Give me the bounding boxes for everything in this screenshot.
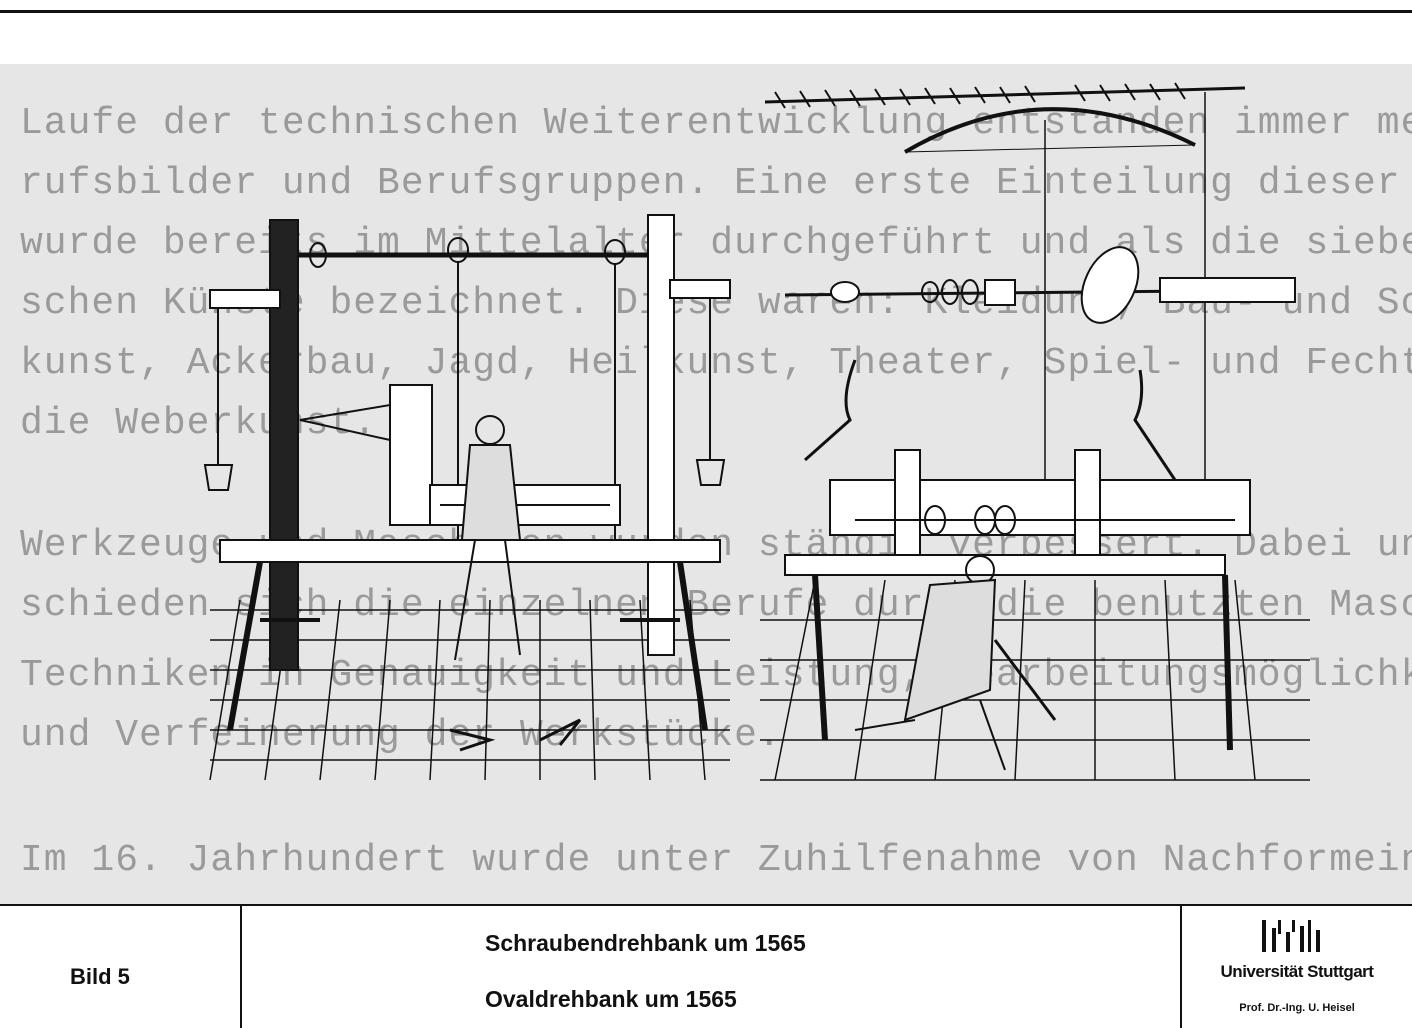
- screw-lathe-illustration: [203, 214, 731, 781]
- bg-line-2: rufsbilder und Berufsgruppen. Eine erste…: [20, 162, 1412, 205]
- bg-line-3: wurde bereits im Mittelalter durchgeführ…: [20, 222, 1412, 265]
- bg-line-11: Im 16. Jahrhundert wurde unter Zuhilfena…: [20, 839, 1412, 882]
- professor-name: Prof. Dr.-Ing. U. Heisel: [1239, 1002, 1355, 1014]
- oval-lathe-illustration: [760, 82, 1310, 781]
- figure-number-cell: Bild 5: [0, 906, 242, 1028]
- floor-grid: [209, 599, 730, 781]
- caption-screw-lathe: Schraubendrehbank um 1565: [485, 930, 806, 956]
- bg-line-9: Techniken in Genauigkeit und Leistung, B…: [20, 654, 1412, 697]
- university-cell: Universität Stuttgart Prof. Dr.-Ing. U. …: [1182, 906, 1412, 1028]
- university-name: Universität Stuttgart: [1220, 962, 1374, 981]
- bg-line-5: kunst, Ackerbau, Jagd, Heilkunst, Theate…: [20, 342, 1412, 385]
- caption-cell: Schraubendrehbank um 1565 Ovaldrehbank u…: [242, 906, 1182, 1028]
- figure-number: Bild 5: [70, 964, 130, 989]
- caption-oval-lathe: Ovaldrehbank um 1565: [485, 986, 737, 1012]
- top-rule: [0, 10, 1412, 13]
- bg-line-10: und Verfeinerung der Werkstücke.: [20, 714, 782, 757]
- footer-title-block: Bild 5 Schraubendrehbank um 1565 Ovaldre…: [0, 904, 1412, 1028]
- university-logo-icon: [1262, 920, 1320, 952]
